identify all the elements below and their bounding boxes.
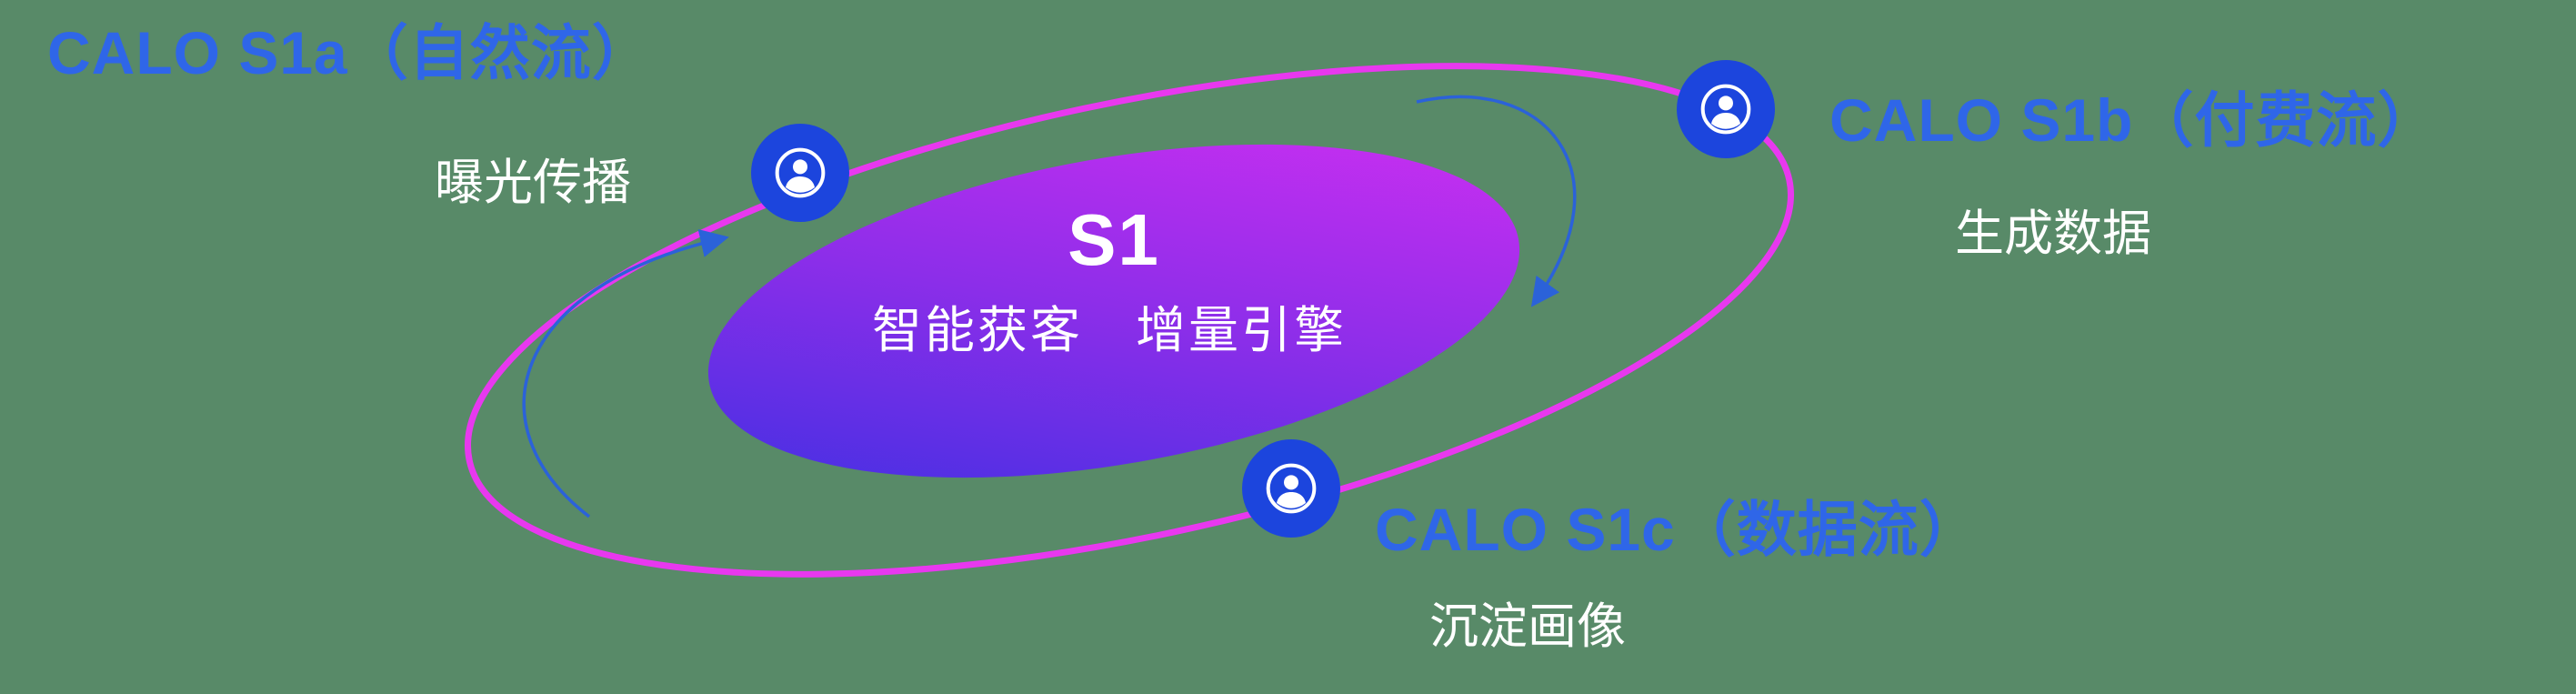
gradient-core-ellipse bbox=[707, 144, 1520, 478]
flow-arrow-left bbox=[522, 229, 729, 518]
node-s1c-subtitle: 沉淀画像 bbox=[1429, 599, 1626, 654]
node-s1b-subtitle: 生成数据 bbox=[1955, 206, 2151, 261]
person-in-circle-icon bbox=[1700, 84, 1751, 135]
core-title: S1 bbox=[1067, 199, 1160, 280]
flow-arrow-right bbox=[1416, 95, 1577, 307]
core-subtitle: 智能获客 增量引擎 bbox=[871, 302, 1347, 358]
orbit-ellipse bbox=[465, 63, 1794, 578]
node-s1a-marker bbox=[751, 124, 849, 222]
node-s1c-marker bbox=[1242, 439, 1340, 538]
person-in-circle-icon bbox=[1266, 463, 1317, 514]
node-s1c-title: CALO S1c（数据流） bbox=[1375, 496, 1980, 563]
node-s1b-marker bbox=[1677, 60, 1775, 158]
node-s1a-title: CALO S1a（自然流） bbox=[47, 19, 653, 86]
node-s1a-subtitle: 曝光传播 bbox=[435, 156, 631, 210]
node-s1b-title: CALO S1b（付费流） bbox=[1829, 86, 2439, 154]
person-in-circle-icon bbox=[775, 147, 826, 198]
